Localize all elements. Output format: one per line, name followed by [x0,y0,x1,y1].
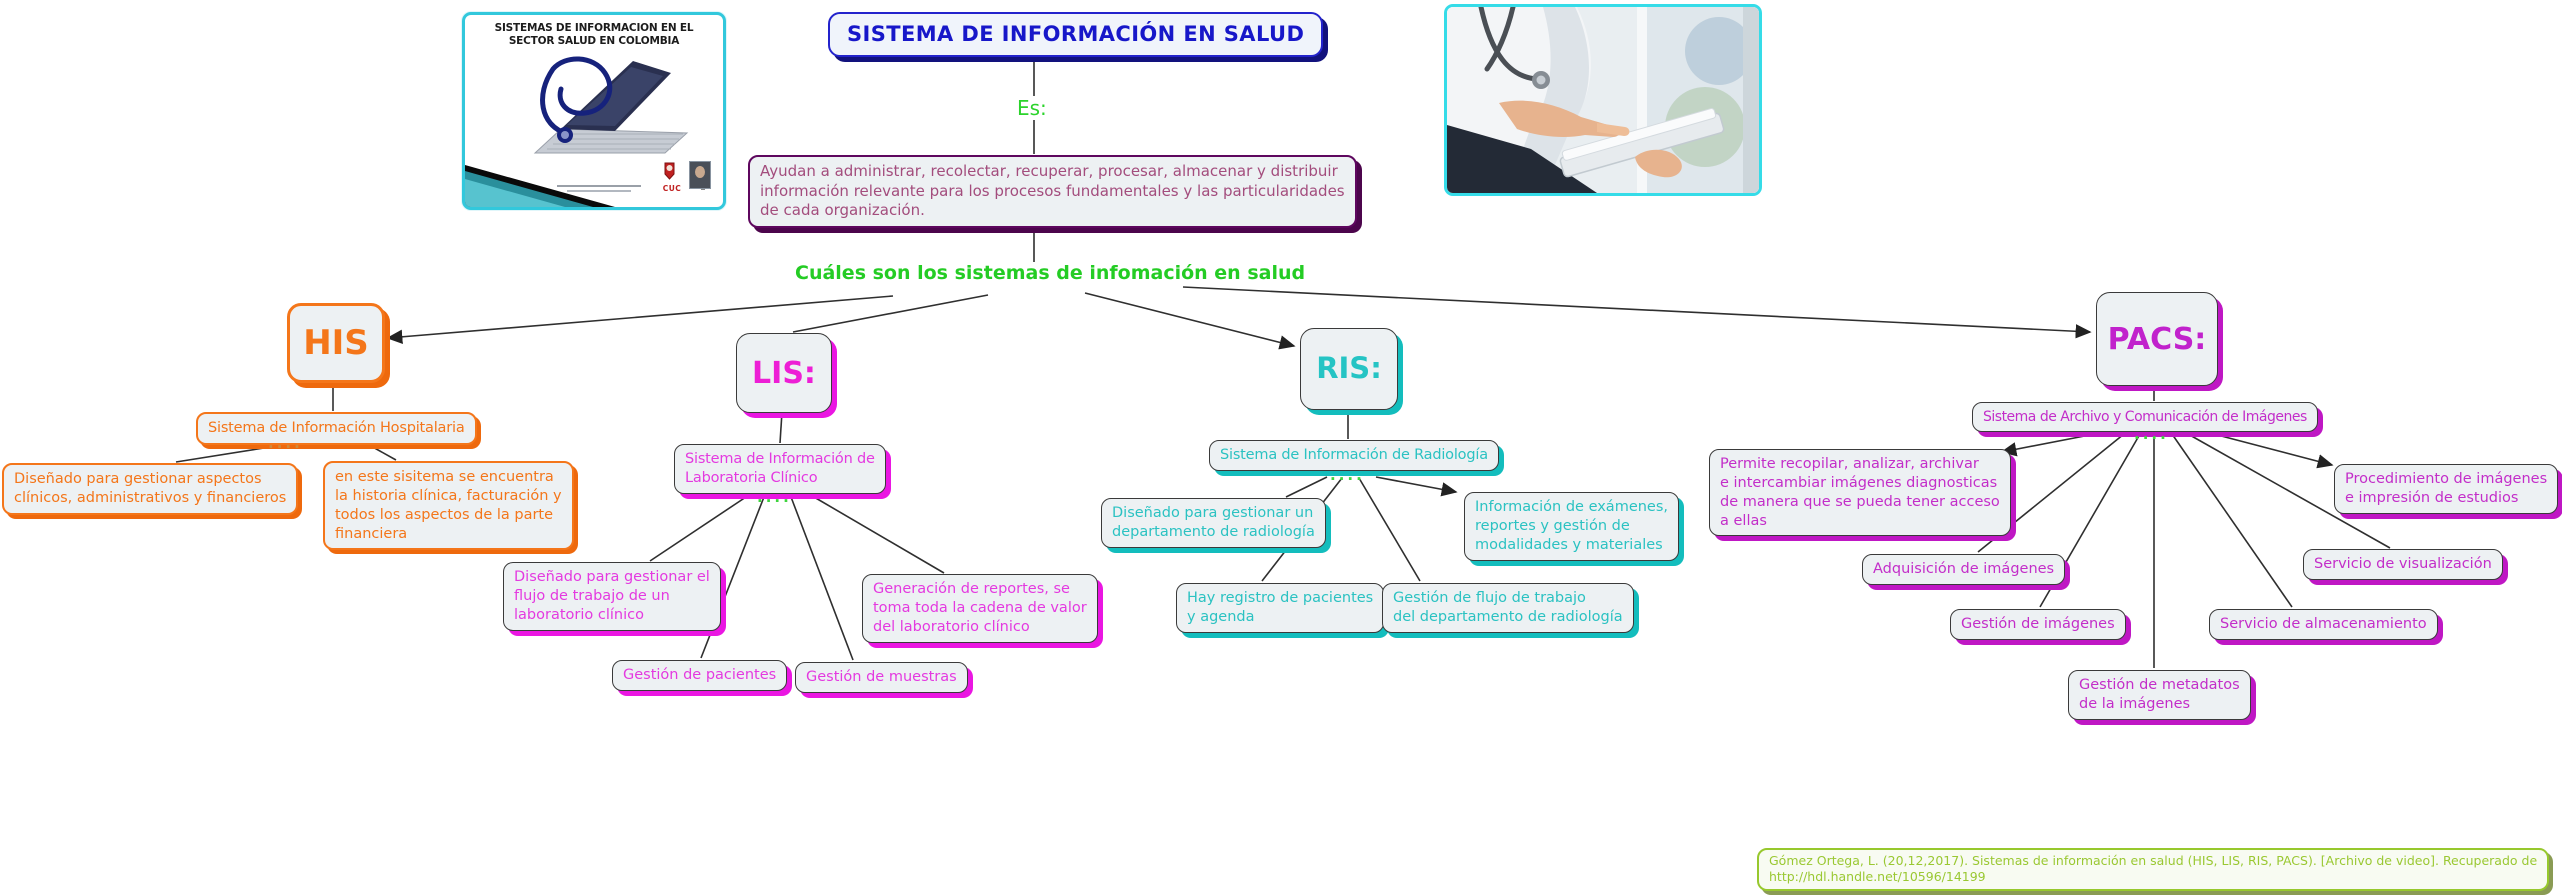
his-node[interactable]: HIS [287,303,385,383]
linking-phrase-question[interactable]: Cuáles son los sistemas de infomación en… [795,262,1306,284]
cuc-logo: CUC [662,184,682,193]
ris-subtitle-node[interactable]: Sistema de Información de Radiología [1209,440,1499,471]
lis-child-node[interactable]: Gestión de muestras [795,662,968,693]
pacs-child-node[interactable]: Servicio de visualización [2303,549,2503,580]
his-child-node[interactable]: Diseñado para gestionar aspectos clínico… [2,463,299,515]
his-subtitle-node[interactable]: Sistema de Información Hospitalaria [196,412,477,445]
pacs-child-node[interactable]: Adquisición de imágenes [1862,554,2066,585]
ris-hidden-children-dots[interactable]: ···· [1330,470,1365,488]
doctor-tablet-illustration [1447,7,1759,193]
his-hidden-children-dots[interactable]: ···· [268,438,303,456]
lis-node[interactable]: LIS: [736,333,832,413]
pacs-child-node[interactable]: Gestión de metadatos de la imágenes [2068,670,2251,720]
ris-child-node[interactable]: Hay registro de pacientes y agenda [1176,583,1385,633]
pacs-child-node[interactable]: Procedimiento de imágenes e impresión de… [2334,464,2559,514]
slide-thumbnail-image[interactable]: SISTEMAS DE INFORMACION EN EL SECTOR SAL… [462,12,726,210]
root-node-title[interactable]: SISTEMA DE INFORMACIÓN EN SALUD [828,12,1324,58]
lis-child-node[interactable]: Diseñado para gestionar el flujo de trab… [503,562,721,631]
lis-child-node[interactable]: Generación de reportes, se toma toda la … [862,574,1098,643]
his-child-node[interactable]: en este sisitema se encuentra la histori… [323,461,574,551]
pacs-child-node[interactable]: Permite recopilar, analizar, archivar e … [1709,449,2011,537]
slide-title: SISTEMAS DE INFORMACION EN EL SECTOR SAL… [494,22,694,48]
doctor-tablet-photo[interactable] [1444,4,1762,196]
citation-node[interactable]: Gómez Ortega, L. (20,12,2017). Sistemas … [1757,848,2550,891]
pacs-subtitle-node[interactable]: Sistema de Archivo y Comunicación de Imá… [1972,402,2318,433]
lis-hidden-children-dots[interactable]: ···· [757,492,792,510]
linking-phrase-es[interactable]: Es: [1013,96,1051,120]
laptop-stethoscope-illustration [465,56,705,207]
pacs-child-node[interactable]: Servicio de almacenamiento [2209,609,2438,640]
lis-subtitle-node[interactable]: Sistema de Información de Laboratoria Cl… [674,444,886,494]
ris-child-node[interactable]: Gestión de flujo de trabajo del departam… [1382,583,1634,633]
ris-child-node[interactable]: Información de exámenes, reportes y gest… [1464,492,1680,561]
pacs-node[interactable]: PACS: [2096,292,2218,386]
pacs-hidden-children-dots[interactable]: ···· [2134,429,2169,447]
ris-node[interactable]: RIS: [1300,328,1398,410]
definition-node[interactable]: Ayudan a administrar, recolectar, recupe… [748,155,1357,228]
author-photo-chip [689,161,711,189]
lis-child-node[interactable]: Gestión de pacientes [612,660,788,691]
ris-child-node[interactable]: Diseñado para gestionar un departamento … [1101,498,1326,548]
pacs-child-node[interactable]: Gestión de imágenes [1950,609,2126,640]
